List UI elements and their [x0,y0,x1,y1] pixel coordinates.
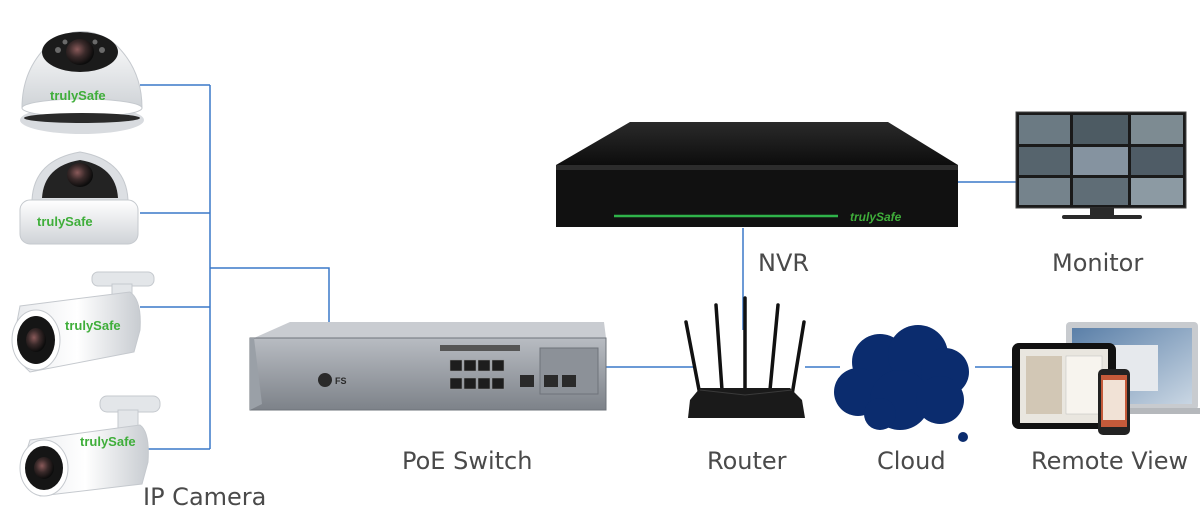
dome-camera-2: trulySafe [19,151,139,245]
nvr-label: NVR [758,249,810,277]
remote-view-devices [1012,322,1200,435]
bullet-camera-1: trulySafe [11,271,155,373]
remote-view-label: Remote View [1031,447,1189,475]
bullet-camera-2: trulySafe [19,395,161,497]
cloud-label: Cloud [877,447,946,475]
brand-text: trulySafe [50,88,106,103]
dome-camera-1: trulySafe [20,31,144,134]
fs-logo-icon [318,373,332,387]
brand-text: trulySafe [65,318,121,333]
poe-switch-label: PoE Switch [402,447,533,475]
poe-switch: FS [249,322,607,411]
rj45-ports [449,359,505,390]
sfp-ports [520,375,576,387]
nvr-device: trulySafe [556,122,958,227]
brand-text: trulySafe [850,210,902,224]
camera-feed-grid [1019,115,1183,205]
router-label: Router [707,447,787,475]
monitor-device [1015,111,1187,219]
router-device [684,296,806,418]
link-bus-to-switch [210,267,330,333]
brand-text: trulySafe [80,434,136,449]
connection-lines [140,84,1016,450]
switch-brand: FS [335,376,347,386]
cloud-icon [834,325,969,442]
brand-text: trulySafe [37,214,93,229]
ip-camera-label: IP Camera [143,483,267,511]
monitor-label: Monitor [1052,249,1144,277]
